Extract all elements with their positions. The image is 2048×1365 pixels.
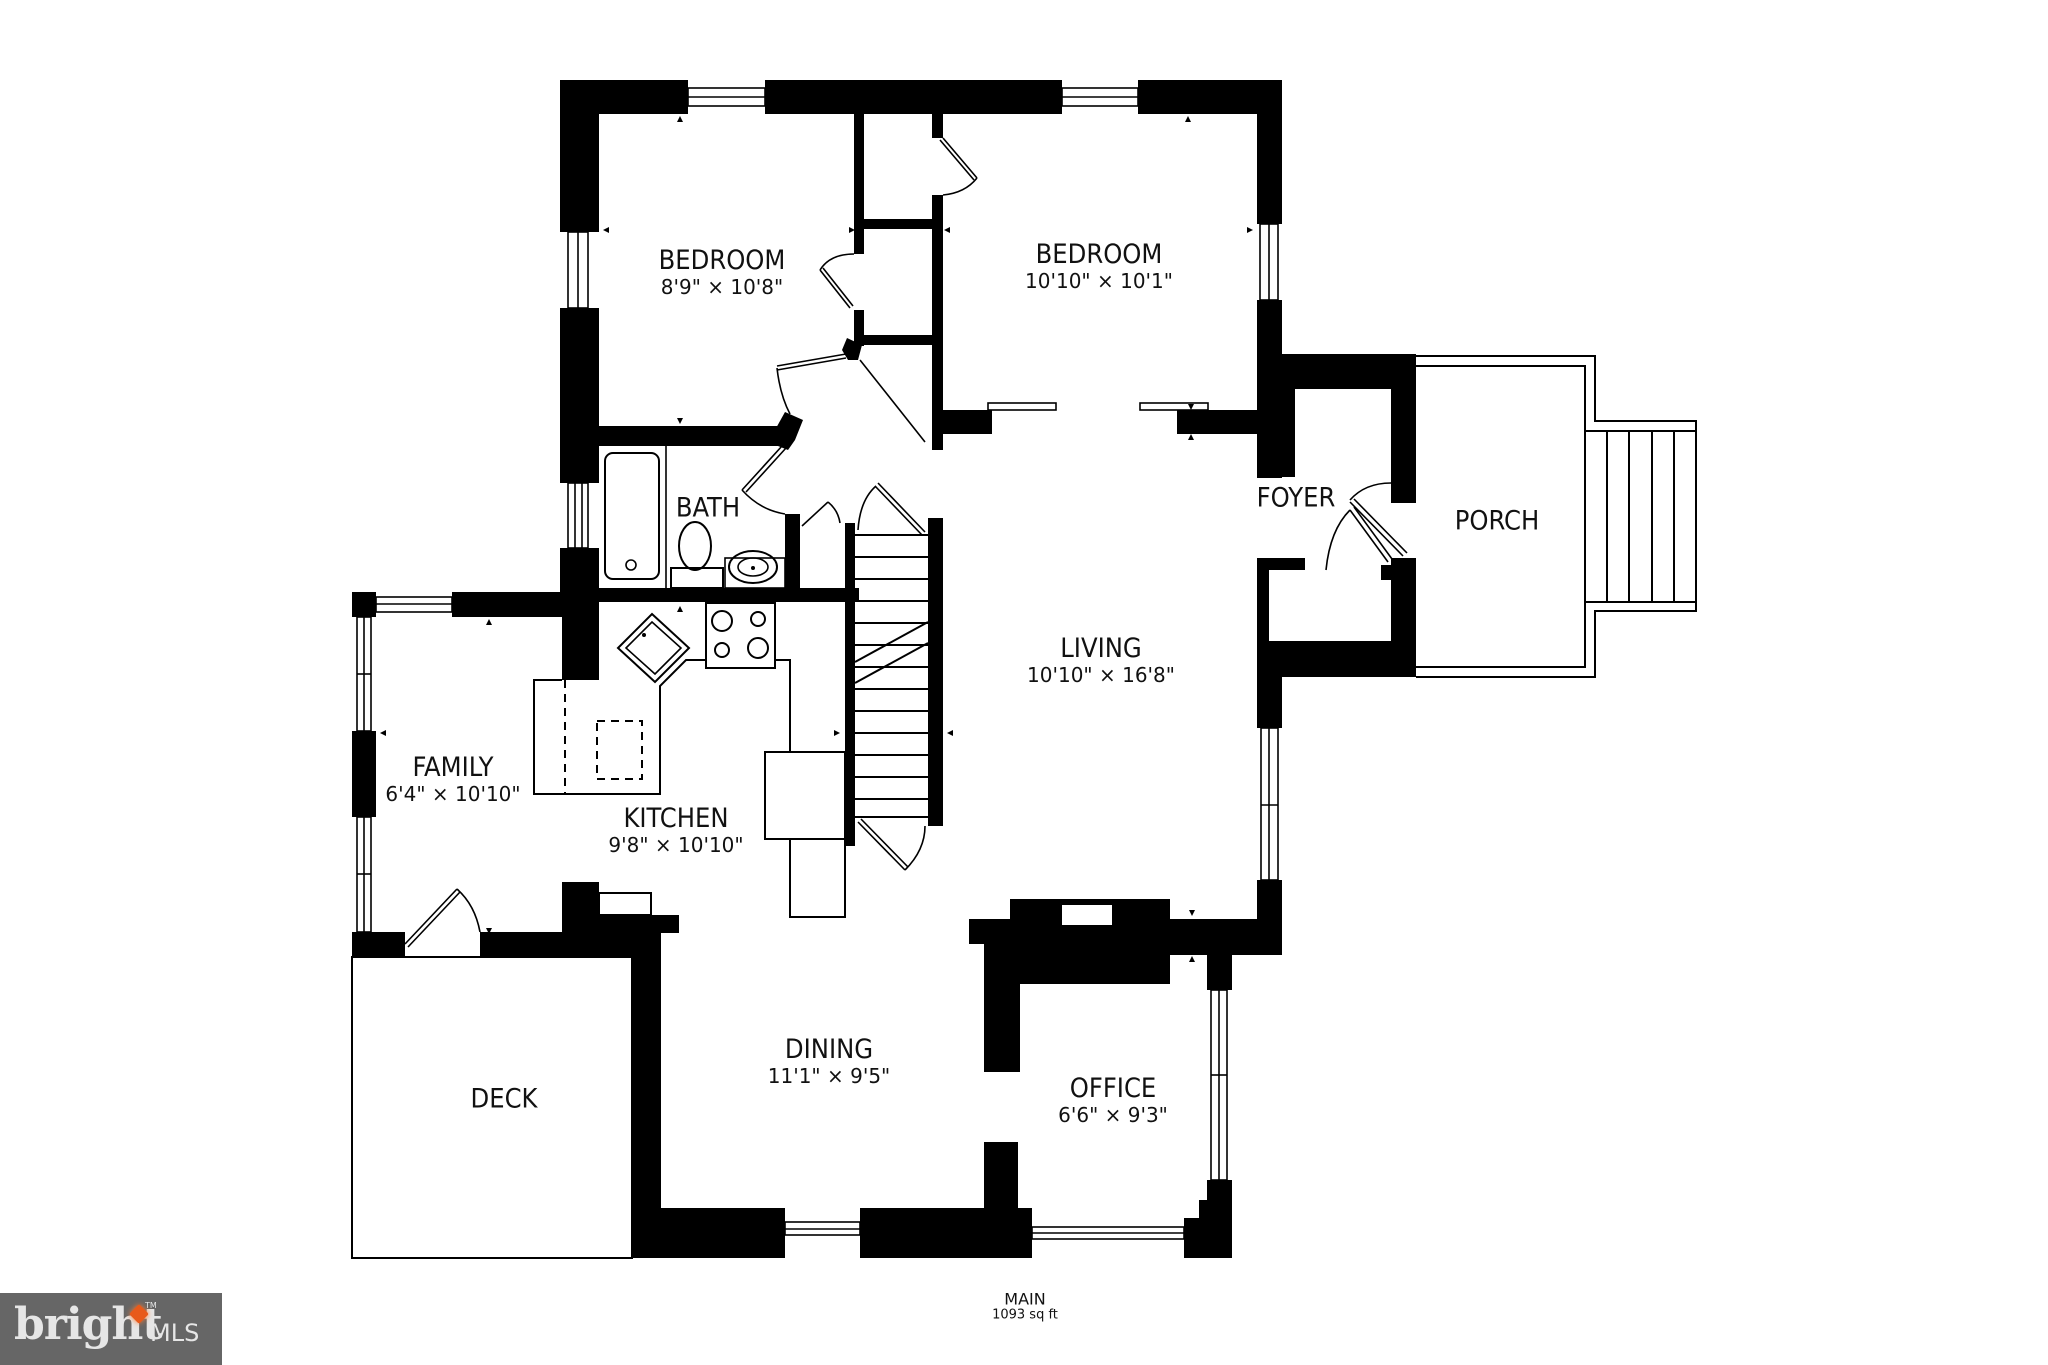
family-room-walls xyxy=(352,592,679,1258)
room-dimensions: 10'10" × 10'1" xyxy=(1025,269,1173,294)
room-name: LIVING xyxy=(1060,632,1142,664)
measurement-markers xyxy=(380,116,1253,962)
room-label-dining: DINING 11'1" × 9'5" xyxy=(768,1034,891,1088)
room-label-bath: BATH xyxy=(676,492,740,523)
room-dimensions: 9'8" × 10'10" xyxy=(608,833,744,858)
closet-walls xyxy=(819,114,978,450)
room-name: BATH xyxy=(675,492,741,524)
foyer-walls xyxy=(1257,354,1416,728)
room-label-porch: PORCH xyxy=(1455,505,1540,536)
room-name: BEDROOM xyxy=(658,244,786,276)
room-dimensions: 10'10" × 16'8" xyxy=(1027,663,1175,688)
room-label-bedroom-2: BEDROOM 10'10" × 10'1" xyxy=(1025,239,1173,293)
floor-caption: MAIN 1093 sq ft xyxy=(992,1289,1058,1323)
room-name: PORCH xyxy=(1454,505,1540,537)
kitchen-fixtures xyxy=(533,602,846,918)
room-label-deck: DECK xyxy=(471,1083,538,1114)
exterior-walls xyxy=(560,80,1282,680)
porch-outline xyxy=(1416,355,1697,678)
bright-mls-logo: bright TM MLS xyxy=(0,1293,222,1365)
windows xyxy=(567,87,1279,549)
room-label-bedroom-1: BEDROOM 8'9" × 10'8" xyxy=(659,245,786,299)
floor-name: MAIN xyxy=(1004,1289,1046,1309)
room-name: FAMILY xyxy=(412,751,494,783)
room-label-foyer: FOYER xyxy=(1257,482,1336,513)
room-name: OFFICE xyxy=(1069,1072,1157,1104)
room-dimensions: 6'6" × 9'3" xyxy=(1058,1103,1168,1128)
dining-office-walls xyxy=(632,660,1282,1258)
bedroom-hall-walls xyxy=(599,338,1257,515)
room-dimensions: 11'1" × 9'5" xyxy=(767,1064,891,1089)
floor-area: 1093 sq ft xyxy=(992,1307,1058,1323)
room-label-kitchen: KITCHEN 9'8" × 10'10" xyxy=(608,803,743,857)
room-name: FOYER xyxy=(1256,482,1336,514)
room-name: DECK xyxy=(470,1083,538,1115)
room-dimensions: 8'9" × 10'8" xyxy=(660,275,784,300)
room-label-living: LIVING 10'10" × 16'8" xyxy=(1027,633,1175,687)
trademark-mark: TM xyxy=(145,1301,157,1310)
room-name: BEDROOM xyxy=(1035,238,1163,270)
room-name: DINING xyxy=(784,1033,874,1065)
room-name: KITCHEN xyxy=(623,802,729,834)
room-dimensions: 6'4" × 10'10" xyxy=(385,782,521,807)
logo-suffix-text: MLS xyxy=(150,1319,200,1347)
room-label-family: FAMILY 6'4" × 10'10" xyxy=(385,752,520,806)
room-label-office: OFFICE 6'6" × 9'3" xyxy=(1058,1073,1168,1127)
staircase xyxy=(845,518,943,871)
deck-outline xyxy=(351,956,633,1259)
